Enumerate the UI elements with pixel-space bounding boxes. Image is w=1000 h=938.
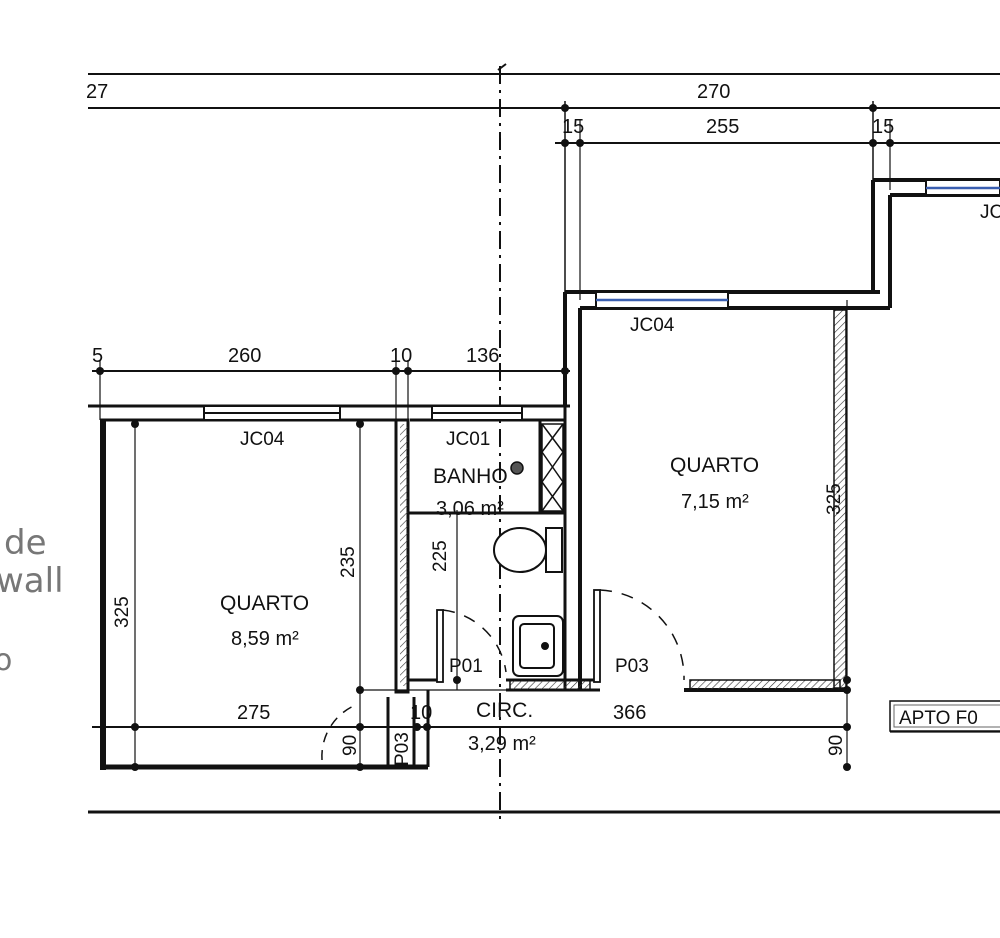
apartment-tag: APTO F0 [889, 700, 1000, 732]
window-code-jc04-right: JC04 [630, 315, 675, 336]
dim-5: 5 [92, 345, 103, 367]
dim-136: 136 [466, 345, 499, 367]
dimension-lines [88, 73, 1000, 770]
drywall-bath-left [400, 424, 408, 686]
dimension-ticks [96, 104, 894, 771]
dim-325-right: 325 [824, 483, 845, 515]
door-code-p01: P01 [449, 656, 483, 677]
dim-255: 255 [706, 116, 739, 138]
sink [512, 615, 564, 677]
dim-260: 260 [228, 345, 261, 367]
side-caption-line2: wall [0, 561, 64, 601]
walls [88, 178, 1000, 814]
dim-15-left: 15 [562, 116, 584, 138]
room-name-banho: BANHO [433, 465, 508, 488]
door-code-p03-vertical: P03 [392, 732, 413, 766]
shower [510, 423, 564, 512]
room-area-banho: 3,06 m² [436, 498, 504, 520]
dim-27: 27 [86, 81, 108, 103]
room-name-circ: CIRC. [476, 699, 533, 722]
window-code-jc-far: JC [980, 202, 1000, 223]
drywall-bath-bottom [509, 679, 591, 691]
doors [321, 589, 685, 761]
room-name-quarto-left: QUARTO [220, 592, 309, 615]
windows [203, 179, 1000, 421]
room-area-circ: 3,29 m² [468, 733, 536, 755]
axis-mark [497, 63, 507, 71]
dim-90-left: 90 [340, 735, 361, 756]
dim-325-left: 325 [112, 596, 133, 628]
dim-366: 366 [613, 702, 646, 724]
room-name-quarto-right: QUARTO [670, 454, 759, 477]
door-code-p03: P03 [615, 656, 649, 677]
dim-90-right: 90 [826, 735, 847, 756]
window-code-jc04-left: JC04 [240, 429, 285, 450]
dim-10-bottom: 10 [410, 702, 432, 724]
room-area-quarto-right: 7,15 m² [681, 491, 749, 513]
drywall-bottom [689, 679, 841, 691]
room-area-quarto-left: 8,59 m² [231, 628, 299, 650]
dim-15-right: 15 [872, 116, 894, 138]
side-caption-line3: o [0, 643, 12, 678]
apartment-tag-label: APTO F0 [899, 708, 978, 729]
dim-270: 270 [697, 81, 730, 103]
dim-225: 225 [430, 540, 451, 572]
window-code-jc01: JC01 [446, 429, 490, 450]
dim-275: 275 [237, 702, 270, 724]
toilet [493, 527, 563, 573]
dim-235: 235 [338, 546, 359, 578]
dim-10: 10 [390, 345, 412, 367]
side-caption-line1: de [4, 523, 47, 563]
